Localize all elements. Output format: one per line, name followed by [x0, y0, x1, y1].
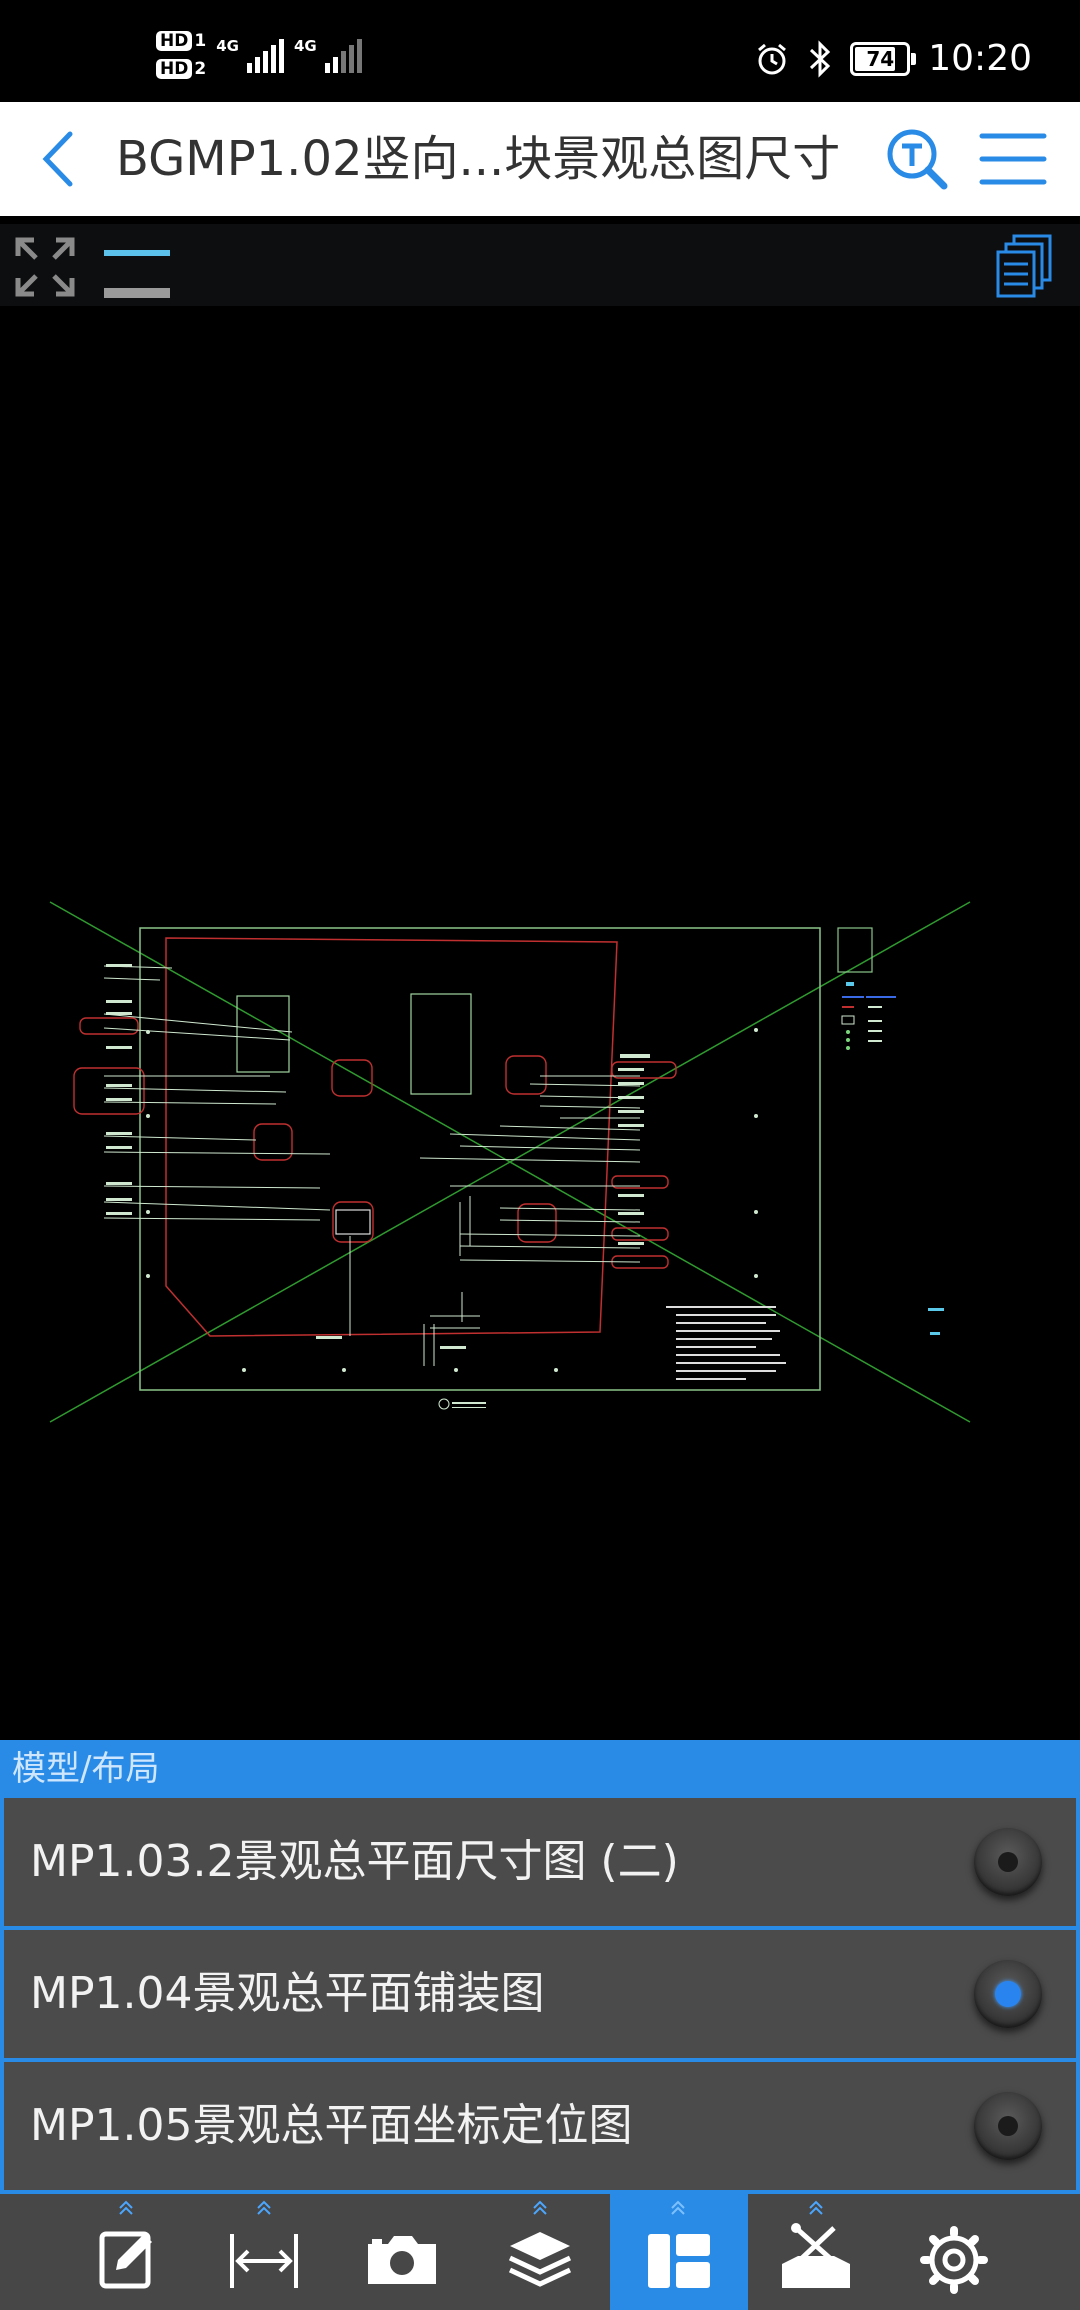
menu-icon — [979, 133, 1047, 185]
expand-icon — [15, 237, 75, 297]
layout-toggle-icon — [104, 250, 170, 256]
menu-button[interactable] — [978, 128, 1048, 190]
layout-panel: 模型/布局 MP1.03.2景观总平面尺寸图 (二) MP1.04景观总平面铺装… — [0, 1740, 1080, 2194]
layout-item-label: MP1.04景观总平面铺装图 — [30, 1968, 545, 2019]
layout-radio-selected[interactable] — [974, 1960, 1042, 2028]
camera-icon — [368, 2236, 436, 2284]
clock: 10:20 — [928, 38, 1032, 79]
layout-button[interactable] — [610, 2194, 748, 2310]
alarm-icon — [758, 43, 787, 74]
layout-icon — [648, 2200, 710, 2288]
layout-item[interactable]: MP1.03.2景观总平面尺寸图 (二) — [4, 1798, 1076, 1926]
fullscreen-button[interactable] — [14, 236, 76, 298]
bluetooth-icon — [810, 39, 831, 78]
measure-icon — [230, 2200, 298, 2288]
edit-icon — [99, 2200, 152, 2289]
layers-button[interactable] — [472, 2194, 610, 2310]
measure-button[interactable] — [196, 2194, 334, 2310]
settings-button[interactable] — [886, 2194, 1024, 2310]
layout-item-label: MP1.03.2景观总平面尺寸图 (二) — [30, 1836, 679, 1887]
tools-button[interactable] — [748, 2194, 886, 2310]
viewer-toolbar — [0, 224, 1080, 306]
layout-radio[interactable] — [974, 1828, 1042, 1896]
tools-icon — [782, 2200, 850, 2288]
layout-radio[interactable] — [974, 2092, 1042, 2160]
text-search-button[interactable] — [884, 126, 950, 192]
layers-icon — [508, 2200, 572, 2287]
edit-button[interactable] — [58, 2194, 196, 2310]
pages-icon — [996, 234, 1052, 298]
cad-drawing-canvas[interactable] — [0, 306, 1080, 1740]
text-search-icon — [887, 129, 948, 190]
layout-item-label: MP1.05景观总平面坐标定位图 — [30, 2100, 633, 2151]
back-arrow-icon — [42, 131, 73, 187]
signal-strength-1: 4G — [216, 37, 284, 73]
bottom-nav — [0, 2194, 1080, 2310]
layout-item[interactable]: MP1.04景观总平面铺装图 — [4, 1930, 1076, 2058]
camera-button[interactable] — [334, 2194, 472, 2310]
signal-strength-2: 4G — [294, 37, 362, 73]
page-title: BGMP1.02竖向...块景观总图尺寸 — [116, 131, 841, 187]
app-header: BGMP1.02竖向...块景观总图尺寸 — [0, 102, 1080, 216]
layout-item[interactable]: MP1.05景观总平面坐标定位图 — [4, 2062, 1076, 2190]
settings-icon — [920, 2226, 988, 2294]
layout-toggle-button[interactable] — [104, 238, 170, 298]
back-button[interactable] — [30, 126, 90, 192]
cad-drawing — [49, 901, 971, 1423]
pages-button[interactable] — [994, 234, 1054, 298]
battery-icon: 74 — [850, 41, 917, 76]
status-right: 74 10:20 — [754, 38, 1032, 79]
panel-title: 模型/布局 — [12, 1749, 160, 1789]
